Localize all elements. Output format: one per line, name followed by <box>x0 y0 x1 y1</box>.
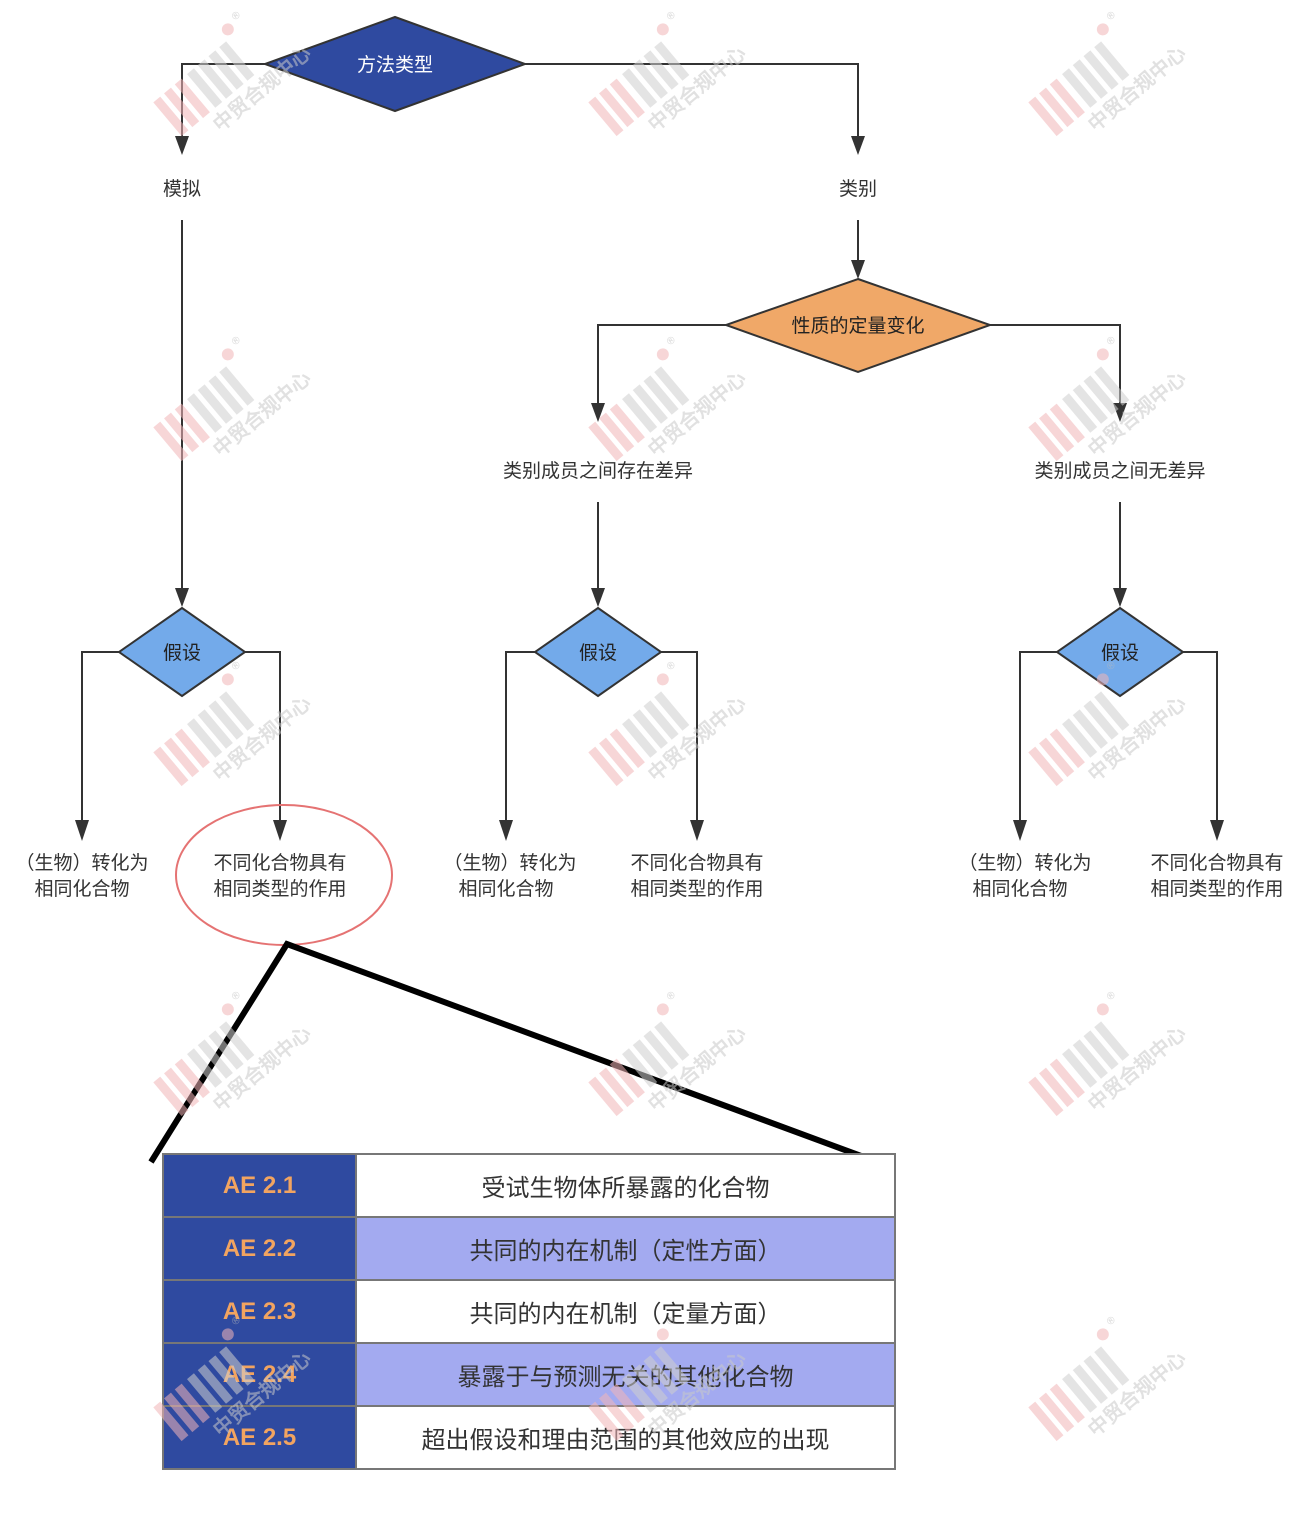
hypothesis-node-3: 假设 <box>1013 606 1224 841</box>
ae-code: AE 2.4 <box>162 1342 357 1407</box>
analog-label: 模拟 <box>163 178 201 200</box>
callout-lines <box>148 940 874 1164</box>
ae-code: AE 2.2 <box>162 1216 357 1281</box>
arrowhead-icon <box>273 820 287 841</box>
ae-description: 受试生物体所暴露的化合物 <box>355 1153 896 1218</box>
ae-description: 超出假设和理由范围的其他效应的出现 <box>355 1405 896 1470</box>
arrowhead-icon <box>175 588 189 607</box>
hypothesis-label: 假设 <box>1101 642 1139 664</box>
leaf-transform-line1: （生物）转化为 <box>15 852 148 874</box>
differ-label: 类别成员之间存在差异 <box>503 460 693 482</box>
leaf-same-effect-line1: 不同化合物具有 <box>630 852 763 874</box>
arrowhead-icon <box>690 820 704 841</box>
edge-root-to-analog <box>181 63 265 136</box>
arrowhead-icon <box>851 260 865 279</box>
hypothesis-label: 假设 <box>163 642 201 664</box>
leaf-transform-line2: 相同化合物 <box>34 878 129 900</box>
leaf-transform-line2: 相同化合物 <box>458 878 553 900</box>
ae-description: 暴露于与预测无关的其他化合物 <box>355 1342 896 1407</box>
leaf-transform-line1: （生物）转化为 <box>443 852 576 874</box>
property-decision-node: 性质的定量变化 <box>722 277 994 374</box>
hypothesis-node-2: 假设 <box>499 606 704 841</box>
ae-code: AE 2.5 <box>162 1405 357 1470</box>
leaf-same-effect-line2: 相同类型的作用 <box>630 878 763 900</box>
arrowhead-icon <box>591 588 605 607</box>
arrowhead-icon <box>175 136 189 155</box>
ae-code: AE 2.3 <box>162 1279 357 1344</box>
ae-description: 共同的内在机制（定量方面） <box>355 1279 896 1344</box>
hypothesis-label: 假设 <box>579 642 617 664</box>
arrowhead-icon <box>75 820 89 841</box>
leaf-transform-line1: （生物）转化为 <box>958 852 1091 874</box>
root-decision-node: 方法类型 <box>262 15 528 113</box>
leaf-same-effect-line2: 相同类型的作用 <box>1150 878 1283 900</box>
leaf-same-effect-line2: 相同类型的作用 <box>213 878 346 900</box>
category-label: 类别 <box>839 178 877 200</box>
arrowhead-icon <box>1210 820 1224 841</box>
leaf-labels: （生物）转化为 相同化合物 不同化合物具有 相同类型的作用 （生物）转化为 相同… <box>15 852 1283 900</box>
edge-property-to-same <box>990 324 1121 403</box>
arrowhead-icon <box>591 403 605 422</box>
leaf-same-effect-line1: 不同化合物具有 <box>1150 852 1283 874</box>
leaf-same-effect-line1: 不同化合物具有 <box>213 852 346 874</box>
ae-code: AE 2.1 <box>162 1153 357 1218</box>
edge-root-to-category <box>525 63 859 136</box>
arrowhead-icon <box>1013 820 1027 841</box>
edge-property-to-differ <box>597 324 726 403</box>
arrowhead-icon <box>851 136 865 155</box>
arrowhead-icon <box>499 820 513 841</box>
hypothesis-node-1: 假设 <box>75 606 287 841</box>
property-label: 性质的定量变化 <box>791 315 924 337</box>
same-label: 类别成员之间无差异 <box>1034 460 1205 482</box>
arrowhead-icon <box>1113 403 1127 422</box>
leaf-transform-line2: 相同化合物 <box>972 878 1067 900</box>
ae-description: 共同的内在机制（定性方面） <box>355 1216 896 1281</box>
root-label: 方法类型 <box>357 54 433 76</box>
arrowhead-icon <box>1113 588 1127 607</box>
